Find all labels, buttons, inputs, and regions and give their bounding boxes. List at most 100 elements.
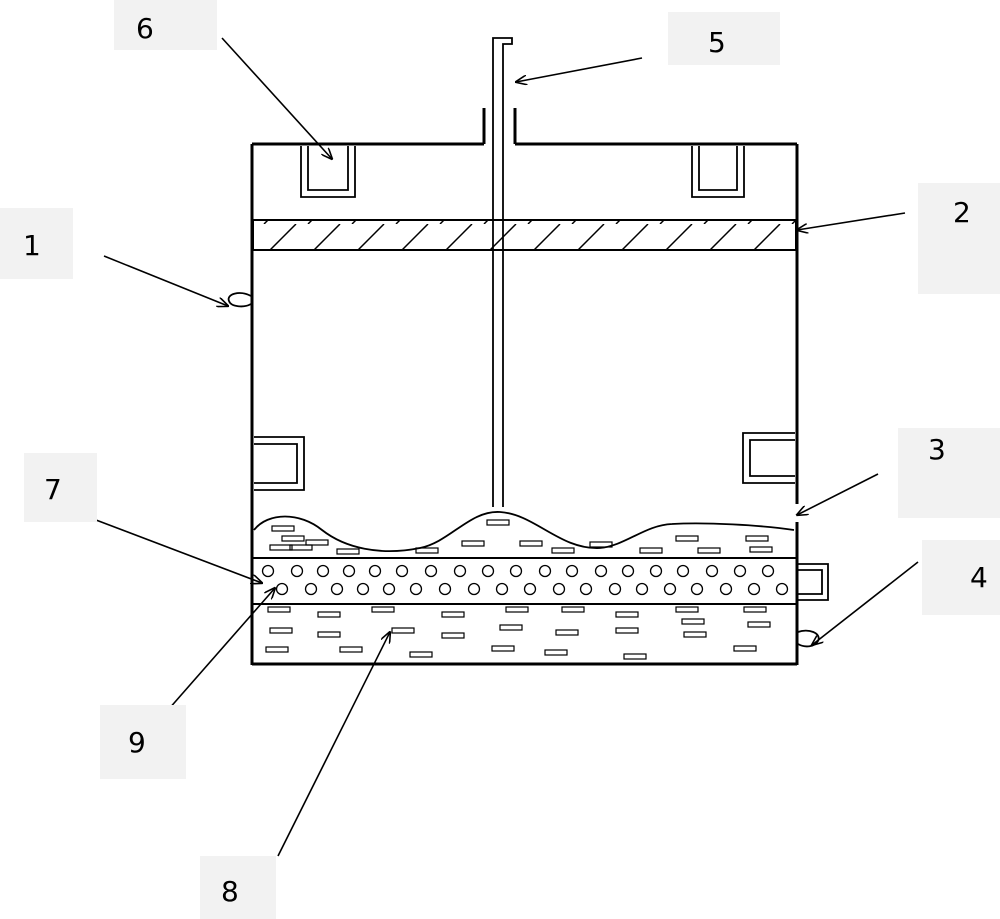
sediment-particle	[281, 535, 305, 542]
bottom-particle	[683, 631, 707, 638]
filter-plate	[252, 219, 797, 251]
media-bead	[453, 564, 467, 578]
label-2: 2	[918, 183, 1000, 294]
media-bead	[368, 564, 382, 578]
arrow-2	[797, 212, 906, 230]
bottom-particle	[544, 649, 568, 656]
media-bead	[608, 582, 622, 596]
media-bead	[438, 582, 452, 596]
sediment-particle	[745, 535, 769, 542]
media-bead	[330, 582, 344, 596]
arrow-8	[277, 632, 390, 857]
top-bracket-left	[300, 146, 356, 198]
media-bead	[733, 564, 747, 578]
sediment-particle	[749, 546, 773, 553]
media-bead	[382, 582, 396, 596]
media-bead	[304, 582, 318, 596]
svg-text:6: 6	[136, 12, 154, 45]
media-bead	[290, 564, 304, 578]
bottom-particle	[561, 606, 585, 613]
side-bracket-left	[254, 436, 305, 491]
arrow-4	[812, 561, 919, 645]
nozzle-left	[227, 292, 252, 308]
label-5: 5	[668, 12, 780, 65]
bottom-particle	[743, 606, 767, 613]
bottom-particle	[409, 651, 433, 658]
media-bead	[594, 564, 608, 578]
bottom-particle	[491, 645, 515, 652]
bottom-particle	[441, 611, 465, 618]
media-bead	[509, 564, 523, 578]
bottom-particle	[441, 632, 465, 639]
media-bead	[719, 582, 733, 596]
filter-media-beads	[261, 564, 789, 596]
sediment-particle	[271, 525, 295, 532]
bottom-layer-particles	[265, 606, 771, 660]
media-bead	[663, 582, 677, 596]
sediment-particle	[305, 539, 329, 546]
central-pipe	[492, 37, 513, 507]
media-bead	[356, 582, 370, 596]
media-bead	[690, 582, 704, 596]
bottom-particle	[269, 627, 293, 634]
sediment-particle	[336, 548, 360, 555]
arrow-7	[95, 519, 262, 583]
media-bead	[409, 582, 423, 596]
arrow-5	[516, 57, 643, 82]
bottom-particle	[733, 645, 757, 652]
sediment-particle	[551, 547, 575, 554]
bottom-particle	[615, 611, 639, 618]
svg-text:7: 7	[44, 473, 62, 506]
sediment-particle	[589, 541, 613, 548]
sediment-particle	[639, 547, 663, 554]
vessel-walls	[250, 108, 799, 666]
bottom-particle	[267, 606, 291, 613]
bottom-particle	[339, 646, 363, 653]
bottom-particle	[499, 624, 523, 631]
svg-text:8: 8	[221, 875, 239, 908]
label-8: 8	[200, 856, 276, 919]
svg-text:9: 9	[128, 726, 146, 759]
leader-arrows	[95, 37, 919, 857]
arrow-9	[167, 588, 275, 711]
arrow-3	[797, 473, 879, 515]
bottom-particle	[623, 653, 647, 660]
media-bead	[621, 564, 635, 578]
top-bracket-right	[691, 146, 745, 198]
sediment-particle	[415, 547, 439, 554]
media-bead	[552, 582, 566, 596]
media-bead	[676, 564, 690, 578]
media-bead	[635, 582, 649, 596]
label-3: 3	[898, 428, 1000, 518]
media-bead	[579, 582, 593, 596]
media-bead	[261, 564, 275, 578]
sediment-particle	[519, 540, 543, 547]
media-bead	[523, 582, 537, 596]
media-bead	[481, 564, 495, 578]
svg-text:3: 3	[928, 433, 946, 466]
media-bead	[747, 582, 761, 596]
label-9: 9	[100, 705, 186, 779]
media-bead	[467, 582, 481, 596]
sediment-particle	[289, 544, 313, 551]
bottom-particle	[505, 606, 529, 613]
nozzle-right	[797, 629, 820, 648]
media-bead	[495, 582, 509, 596]
label-1: 1	[0, 208, 73, 279]
label-7: 7	[24, 453, 97, 522]
svg-text:4: 4	[970, 561, 988, 594]
media-bead	[649, 564, 663, 578]
sediment-particle	[697, 547, 721, 554]
media-bead	[705, 564, 719, 578]
label-4: 4	[922, 540, 1000, 615]
media-bead	[275, 582, 289, 596]
media-bead	[775, 582, 789, 596]
sediment-particle	[269, 544, 293, 551]
sediment-particle	[486, 519, 510, 526]
label-6: 6	[114, 0, 217, 50]
sediment-surface	[253, 511, 795, 552]
media-bead	[316, 564, 330, 578]
media-bead	[538, 564, 552, 578]
bottom-particle	[681, 618, 705, 625]
